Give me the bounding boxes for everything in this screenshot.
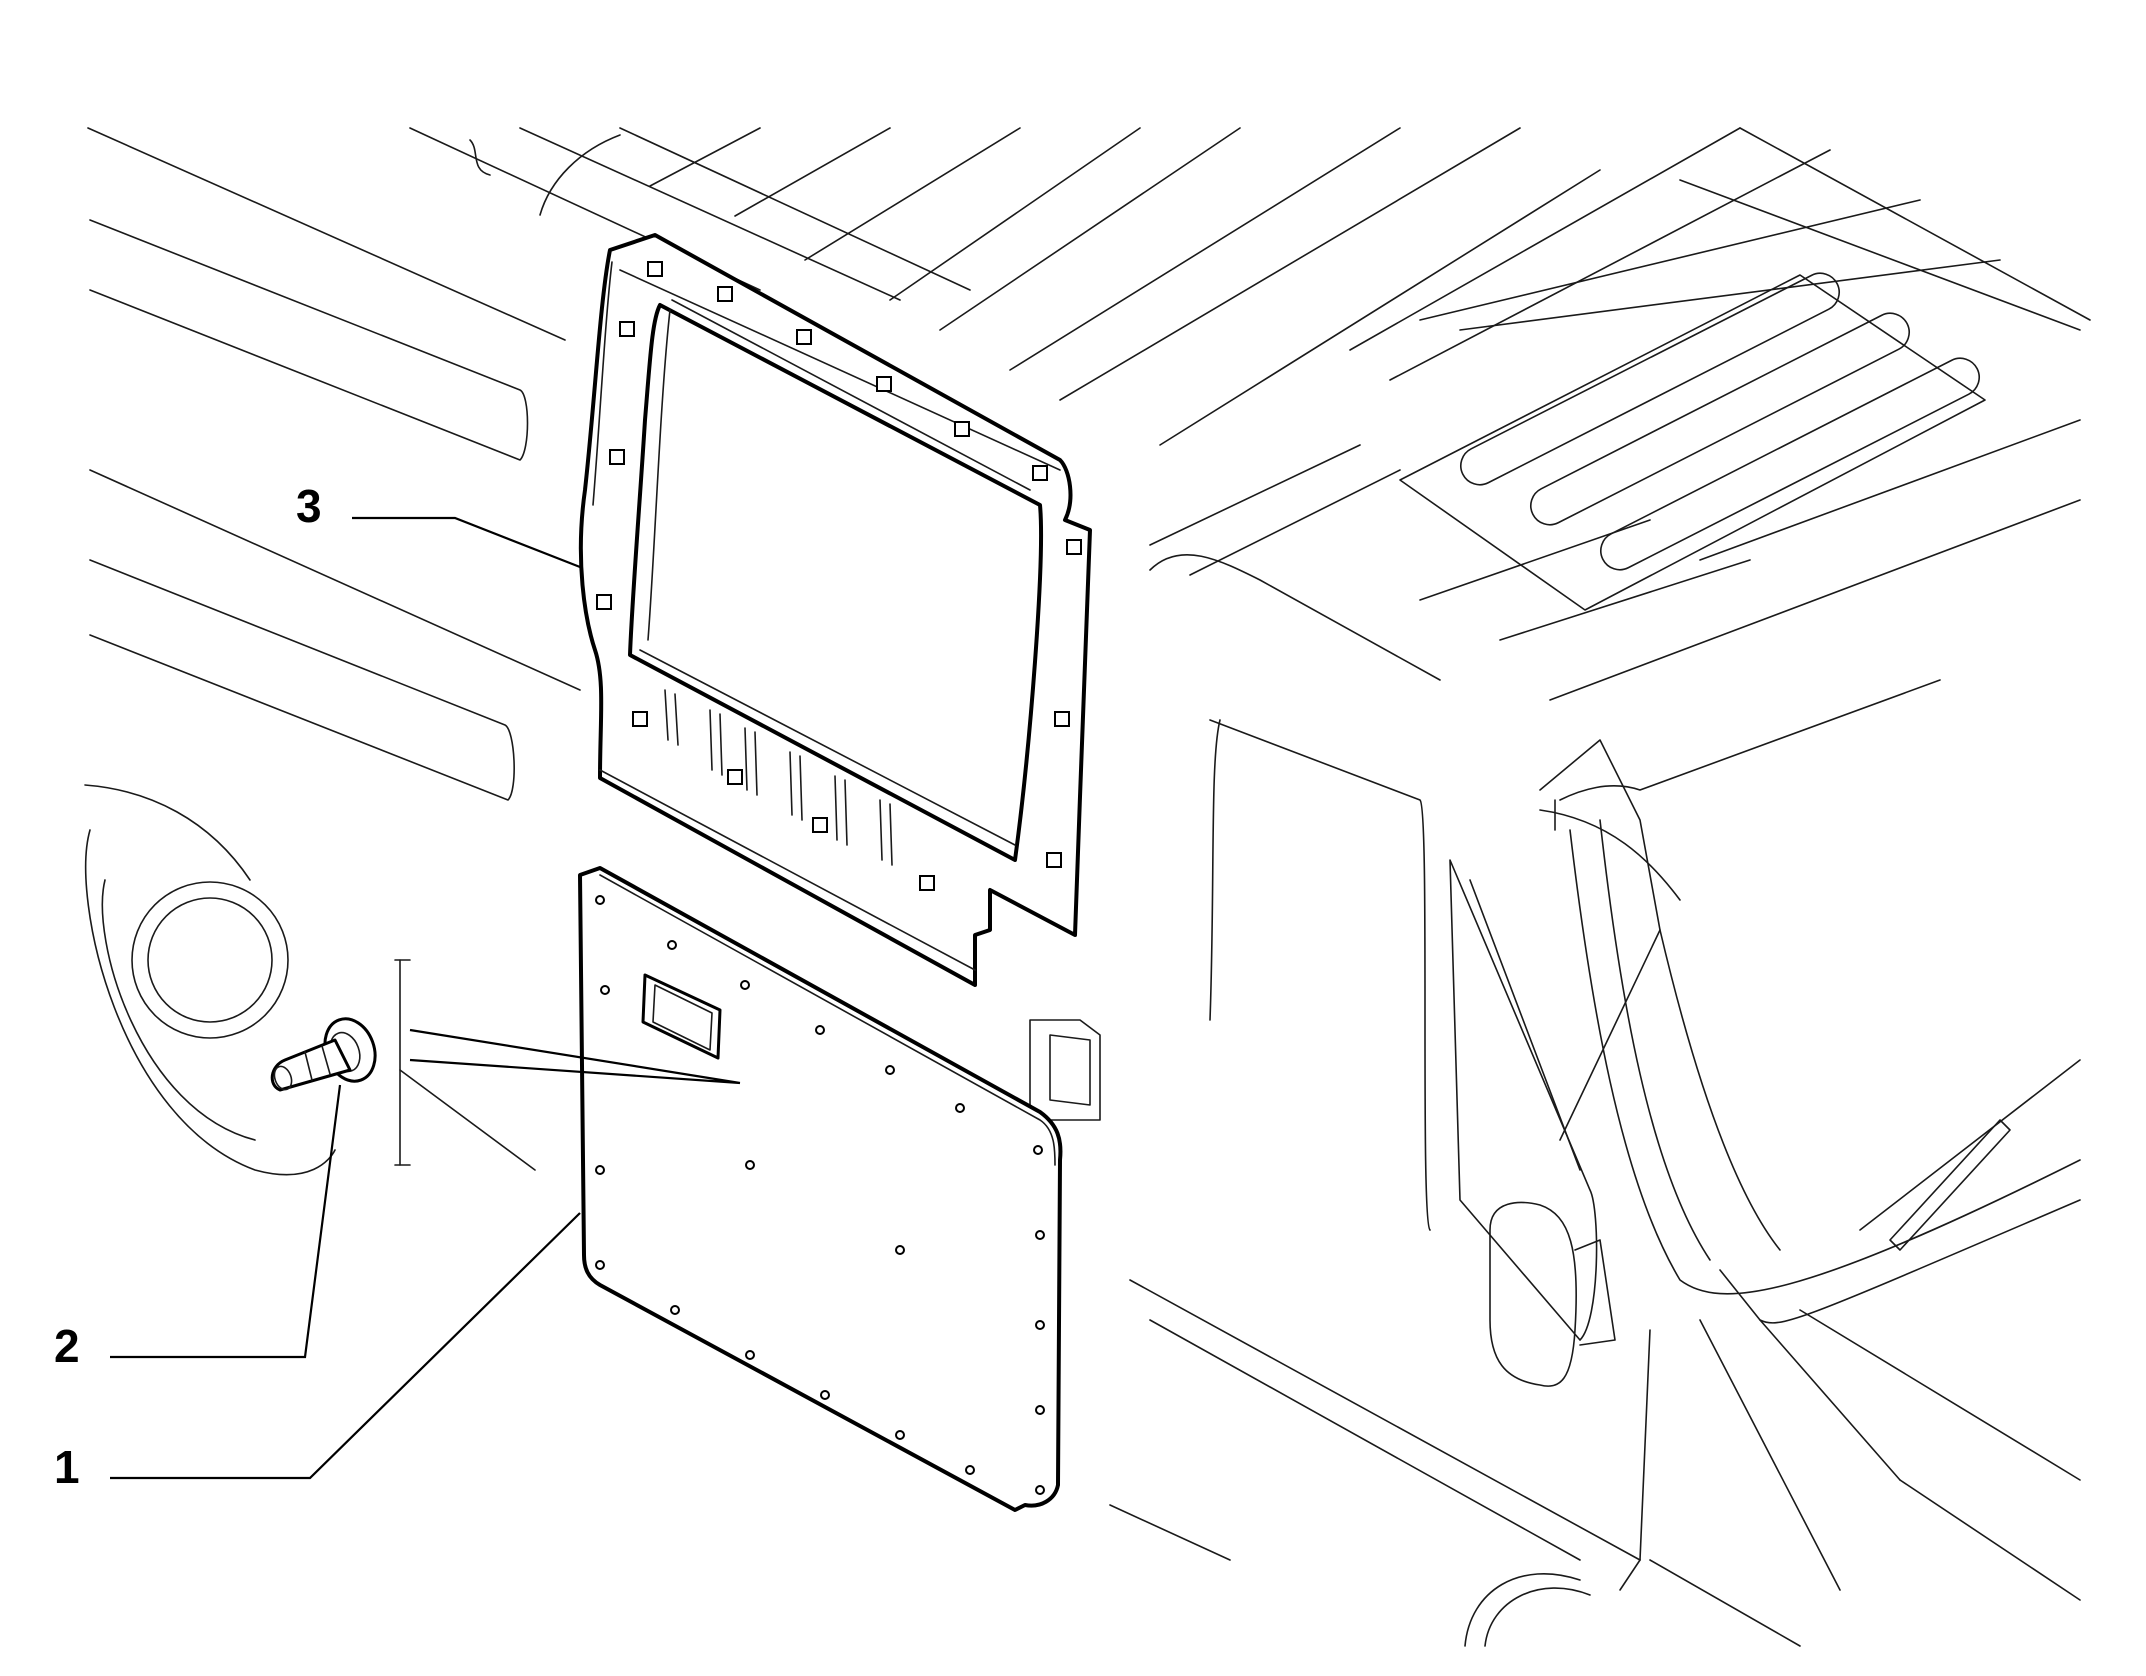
callout-labels: 3 2 1: [54, 480, 322, 1493]
leader-lines: [110, 516, 741, 1480]
roof-vent: [1399, 272, 1986, 611]
callout-3: 3: [296, 480, 322, 532]
leader-line-1: [110, 1212, 581, 1480]
frame-ribs: [664, 689, 893, 866]
door-inner-trim-panel: [578, 866, 1063, 1512]
callout-2: 2: [54, 1320, 80, 1372]
panel-retaining-clip: [270, 1017, 377, 1092]
frame-clip-tabs: [596, 261, 1082, 891]
leader-line-2: [110, 1084, 342, 1359]
cab-outline: [1149, 554, 2081, 1601]
leader-line-clip-to-panel: [409, 1028, 741, 1085]
rear-door-window-frame-trim: [578, 233, 1092, 987]
roof-lines: [87, 127, 2091, 701]
body-side: [84, 219, 1801, 1647]
leader-line-3: [352, 516, 581, 569]
vehicle-outline: [84, 127, 2091, 1647]
panel-fastener-holes: [595, 895, 1045, 1495]
callout-1: 1: [54, 1441, 80, 1493]
